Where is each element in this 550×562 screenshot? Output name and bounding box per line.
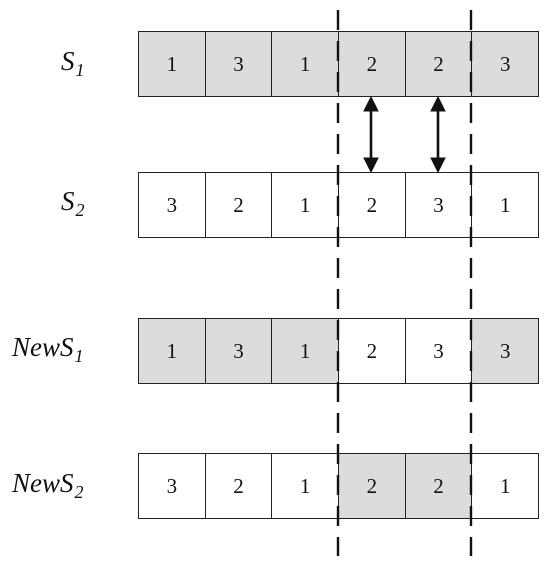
cell-s1-5: 2 [405,32,473,96]
cell-s2-4: 2 [339,173,406,237]
cell-new-s1-3: 1 [272,319,340,383]
cell-s1-6: 3 [472,32,539,96]
cell-new-s1-6: 3 [472,319,539,383]
strip-s2: 3 2 1 2 3 1 [138,172,539,238]
cell-s1-2: 3 [205,32,273,96]
cell-new-s1-2: 3 [205,319,273,383]
strip-new-s2: 3 2 1 2 2 1 [138,453,539,519]
cell-new-s2-1: 3 [139,454,206,518]
row-label-s1: S1 [61,46,85,80]
cell-s2-3: 1 [272,173,340,237]
cell-s2-6: 1 [472,173,539,237]
cell-s2-2: 2 [205,173,273,237]
cell-new-s1-4: 2 [339,319,406,383]
cell-s2-5: 3 [405,173,473,237]
cell-s2-1: 3 [139,173,206,237]
cell-s1-1: 1 [139,32,206,96]
cell-s1-4: 2 [339,32,406,96]
cell-new-s2-2: 2 [205,454,273,518]
cell-new-s2-4: 2 [339,454,406,518]
row-label-new-s1: NewS1 [12,332,84,366]
cell-new-s1-5: 3 [405,319,473,383]
cell-new-s2-5: 2 [405,454,473,518]
cell-new-s2-3: 1 [272,454,340,518]
row-label-s2: S2 [61,186,85,220]
strip-s1: 1 3 1 2 2 3 [138,31,539,97]
cell-s1-3: 1 [272,32,340,96]
row-label-new-s2: NewS2 [12,468,84,502]
strip-new-s1: 1 3 1 2 3 3 [138,318,539,384]
cell-new-s2-6: 1 [472,454,539,518]
cell-new-s1-1: 1 [139,319,206,383]
